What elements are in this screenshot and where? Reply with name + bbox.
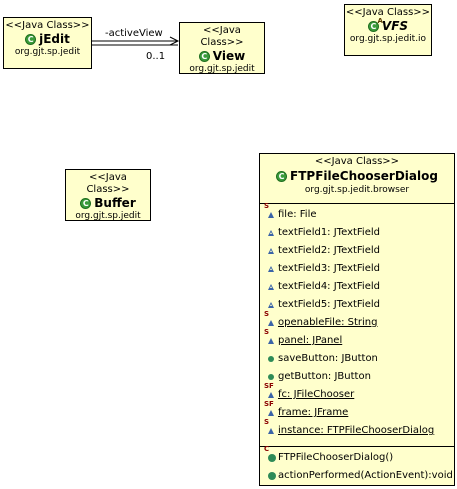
class-stereotype: <<Java Class>> xyxy=(345,7,431,18)
attribute-text: panel: JPanel xyxy=(278,335,343,346)
member-modifier-marker: S xyxy=(264,328,270,336)
protected-field-icon xyxy=(268,392,274,398)
attribute-row[interactable]: textField5: JTextField xyxy=(260,296,454,314)
attribute-row[interactable]: SF frame: JFrame xyxy=(260,400,454,422)
package-field-icon xyxy=(268,248,274,254)
member-modifier-marker: SF xyxy=(264,400,274,408)
member-modifier-marker: SF xyxy=(264,382,274,390)
class-package: org.gjt.sp.jedit xyxy=(14,47,81,57)
package-field-icon xyxy=(268,284,274,290)
protected-field-icon xyxy=(268,320,274,326)
abstract-marker: A xyxy=(377,17,383,25)
operation-row[interactable]: C FTPFileChooserDialog() xyxy=(260,445,454,467)
class-name: FTPFileChooserDialog xyxy=(290,169,438,183)
class-stereotype: <<Java Class>> xyxy=(86,172,130,195)
public-field-icon xyxy=(268,356,274,362)
association-role-label: -activeView xyxy=(105,28,163,39)
package-field-icon xyxy=(268,302,274,308)
abstract-class-icon: A xyxy=(367,17,383,32)
association-arrowhead xyxy=(169,36,180,46)
attribute-row[interactable]: SF fc: JFileChooser xyxy=(260,382,454,404)
protected-field-icon xyxy=(268,212,274,218)
class-stereotype: <<Java Class>> xyxy=(5,20,90,31)
class-name: jEdit xyxy=(39,32,70,46)
class-icon xyxy=(80,198,92,209)
attribute-row[interactable]: textField3: JTextField xyxy=(260,260,454,278)
class-stereotype: <<Java Class>> xyxy=(314,156,400,167)
class-icon xyxy=(198,51,210,62)
attribute-text: textField2: JTextField xyxy=(278,245,380,256)
operation-text: FTPFileChooserDialog() xyxy=(278,452,394,463)
attribute-text: saveButton: JButton xyxy=(278,353,378,364)
attribute-text: textField3: JTextField xyxy=(278,263,380,274)
member-modifier-marker: S xyxy=(264,418,270,426)
class-vfs[interactable]: <<Java Class>> A VFS org.gjt.sp.jedit.io xyxy=(344,4,432,56)
public-field-icon xyxy=(268,374,274,380)
attribute-row[interactable]: textField2: JTextField xyxy=(260,242,454,260)
association-multiplicity-label: 0..1 xyxy=(146,51,166,62)
attribute-text: instance: FTPFileChooserDialog xyxy=(278,425,435,436)
class-package: org.gjt.sp.jedit xyxy=(75,211,141,221)
class-package: org.gjt.sp.jedit xyxy=(189,64,255,74)
class-jedit[interactable]: <<Java Class>> jEdit org.gjt.sp.jedit xyxy=(3,17,92,69)
class-buffer[interactable]: <<Java Class>> Buffer org.gjt.sp.jedit xyxy=(65,169,151,221)
protected-field-icon xyxy=(268,428,274,434)
member-modifier-marker: S xyxy=(264,310,270,318)
protected-field-icon xyxy=(268,338,274,344)
public-method-icon xyxy=(268,472,276,480)
class-name: View xyxy=(212,49,246,63)
class-ftpfilechooserdialog[interactable]: <<Java Class>> FTPFileChooserDialog org.… xyxy=(259,153,455,486)
class-icon xyxy=(25,34,37,45)
attribute-row[interactable]: textField4: JTextField xyxy=(260,278,454,296)
attribute-row[interactable]: getButton: JButton xyxy=(260,368,454,386)
class-name: Buffer xyxy=(94,196,136,210)
attribute-text: fc: JFileChooser xyxy=(278,389,355,400)
public-method-icon xyxy=(268,454,276,462)
member-modifier-marker: S xyxy=(264,202,270,210)
class-package: org.gjt.sp.jedit.browser xyxy=(304,185,410,195)
member-modifier-marker: C xyxy=(264,445,270,453)
attribute-text: textField1: JTextField xyxy=(278,227,380,238)
attribute-text: frame: JFrame xyxy=(278,407,349,418)
class-icon xyxy=(276,171,288,182)
attribute-row[interactable]: textField1: JTextField xyxy=(260,224,454,242)
attribute-text: openableFile: String xyxy=(278,317,378,328)
attribute-text: getButton: JButton xyxy=(278,371,371,382)
package-field-icon xyxy=(268,230,274,236)
attribute-row[interactable]: saveButton: JButton xyxy=(260,350,454,368)
class-stereotype: <<Java Class>> xyxy=(200,25,244,48)
class-name: VFS xyxy=(381,19,409,33)
package-field-icon xyxy=(268,266,274,272)
attribute-text: textField5: JTextField xyxy=(278,299,380,310)
attribute-text: file: File xyxy=(278,209,317,220)
operation-compartment: C FTPFileChooserDialog() actionPerformed(A… xyxy=(260,445,454,487)
operation-row[interactable]: actionPerformed(ActionEvent):void xyxy=(260,467,454,485)
attribute-text: textField4: JTextField xyxy=(278,281,380,292)
protected-field-icon xyxy=(268,410,274,416)
class-package: org.gjt.sp.jedit.io xyxy=(349,34,427,44)
operation-text: actionPerformed(ActionEvent):void xyxy=(278,470,453,481)
class-view[interactable]: <<Java Class>> View org.gjt.sp.jedit xyxy=(179,22,265,74)
